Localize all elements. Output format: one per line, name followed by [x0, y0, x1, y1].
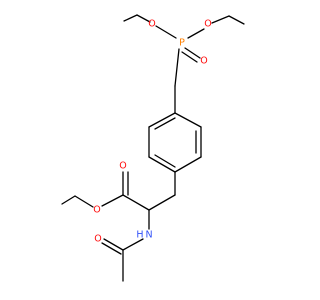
bond-lines [61, 14, 245, 282]
bond-p-o-double-b [181, 51, 198, 63]
bond-camide-o-double-b [101, 242, 122, 255]
atom-labels: O P O O O O N H O [93, 19, 211, 245]
bond-p-o-right [187, 28, 205, 39]
bond-ethyl1-c-o [136, 14, 151, 23]
bond-o-ethyl3 [74, 195, 94, 208]
bond-n-camide [122, 238, 144, 251]
bond-ring-inner-2 [154, 154, 176, 168]
atom-o-carbonyl-ester: O [119, 161, 126, 172]
atom-h-amide: H [136, 230, 143, 241]
bond-ring-3 [174, 156, 202, 173]
bond-ch2b-calpha [148, 194, 176, 211]
bond-p-ch2 [174, 48, 180, 87]
bond-p-o-double-a [184, 47, 201, 59]
bond-ring-inner-3 [154, 117, 176, 130]
atom-p: P [179, 38, 185, 49]
bond-calpha-ccarbonyl [122, 194, 150, 211]
atom-o-ether-right: O [204, 19, 211, 30]
atom-o-ester: O [93, 205, 100, 216]
bond-ethyl1-c1c2 [123, 14, 138, 22]
bond-ethyl2-c1c2 [228, 15, 245, 25]
bond-camide-o-double-a [103, 238, 124, 251]
bond-o-ethyl2 [211, 15, 230, 24]
atom-n-amide: N [145, 230, 152, 241]
atom-o-ether-left: O [148, 19, 155, 30]
bond-o-p-left [155, 25, 177, 39]
bond-ring-6 [148, 112, 176, 128]
bond-ring-1 [174, 112, 202, 128]
bond-ethyl3-c1c2 [61, 195, 76, 205]
atom-o-carbonyl-amide: O [94, 234, 101, 245]
atom-o-phosphoryl: O [200, 56, 207, 67]
bond-ring-4 [148, 156, 176, 173]
molecule-structure: O P O O O O N H O [0, 0, 300, 300]
canvas-background [0, 0, 300, 300]
bond-c-o-ester [101, 194, 124, 207]
